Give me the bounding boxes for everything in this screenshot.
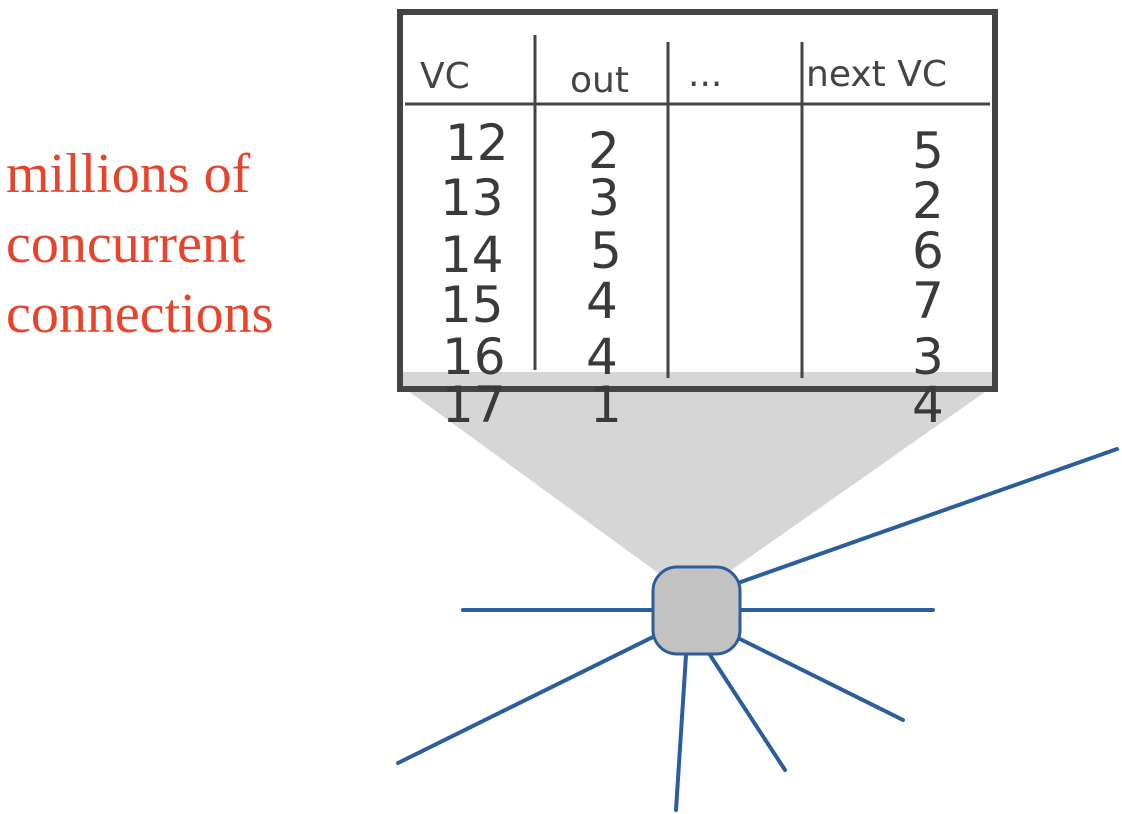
table-cell-out: 2	[588, 122, 620, 180]
link-southwest	[396, 634, 657, 765]
table-cell-out: 4	[586, 272, 618, 330]
column-header-out: out	[570, 60, 629, 101]
table-cell-vc: 13	[440, 169, 504, 227]
table-cell-out: 5	[590, 222, 622, 280]
table-cell-vc: 17	[442, 376, 506, 434]
network-links	[396, 447, 1119, 812]
table-body: 12 2 5 13 3 2 14 5 6 15 4 7 16 4 3 17 1 …	[440, 114, 944, 434]
table-cell-out: 1	[590, 376, 622, 434]
table-cell-next-vc: 3	[912, 328, 944, 386]
column-header-next-vc: next VC	[806, 54, 947, 95]
table-cell-next-vc: 6	[912, 222, 944, 280]
table-cell-next-vc: 2	[912, 172, 944, 230]
table-cell-vc: 15	[440, 276, 504, 334]
caption: millions of concurrent connections	[6, 143, 273, 345]
caption-line-3: connections	[6, 283, 273, 345]
link-southeast	[736, 636, 905, 722]
link-south	[674, 653, 688, 812]
table-cell-next-vc: 5	[912, 122, 944, 180]
caption-line-2: concurrent	[6, 213, 246, 275]
vc-table: VC out ... next VC 12 2 5 13 3 2 14 5 6 …	[397, 9, 998, 434]
router-node	[651, 565, 742, 656]
column-header-vc: VC	[420, 56, 470, 97]
table-cell-next-vc: 7	[912, 272, 944, 330]
table-cell-vc: 14	[440, 226, 504, 284]
zoom-beam	[400, 372, 995, 578]
table-cell-vc: 16	[442, 328, 506, 386]
column-header-ellipsis: ...	[688, 54, 722, 95]
table-cell-out: 4	[586, 328, 618, 386]
table-frame	[397, 9, 998, 392]
table-cell-vc: 12	[445, 114, 509, 172]
link-south-southeast	[708, 653, 787, 772]
table-cell-next-vc: 4	[912, 376, 944, 434]
link-northeast	[736, 447, 1119, 585]
caption-line-1: millions of	[6, 143, 251, 205]
table-cell-out: 3	[588, 169, 620, 227]
